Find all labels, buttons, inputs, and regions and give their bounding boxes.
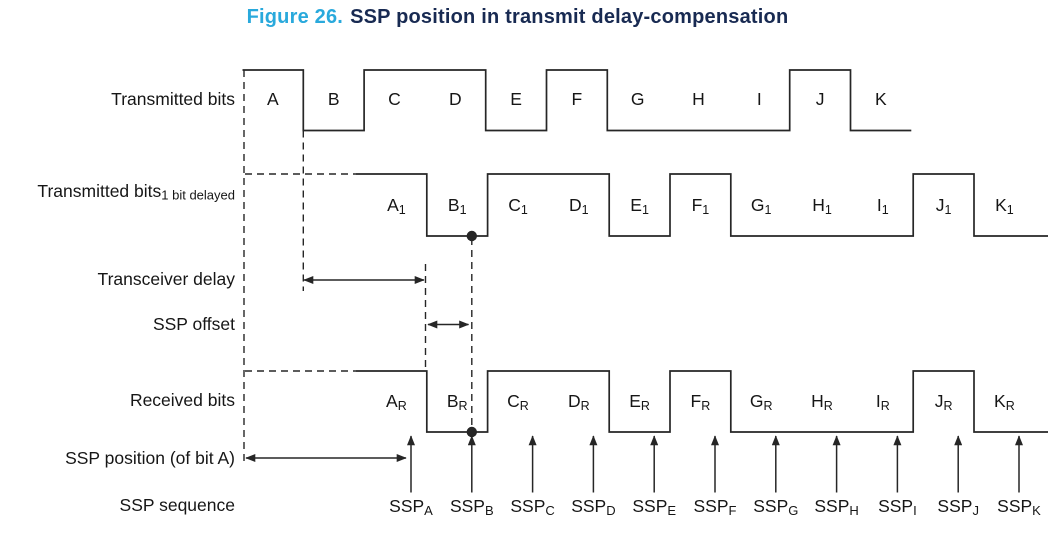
bit-label: G1 — [751, 195, 772, 217]
figure-title: Figure 26. SSP position in transmit delay… — [0, 6, 1035, 29]
bit-label: IR — [876, 391, 890, 413]
ssp-position-label: SSP position (of bit A) — [65, 448, 235, 468]
bit-label: E1 — [630, 195, 649, 217]
ssp-offset-label: SSP offset — [153, 314, 235, 334]
transmitted-bits-waveform — [242, 69, 912, 132]
ssp-sequence-item-label: SSPJ — [937, 496, 979, 518]
bit-label: A1 — [387, 195, 406, 217]
ssp-sequence-item-label: SSPG — [753, 496, 798, 518]
bit-label: D — [449, 89, 462, 109]
bit-label: J — [816, 89, 825, 109]
ssp-sequence-item-label: SSPD — [571, 496, 615, 518]
ssp-sequence-item-label: SSPC — [510, 496, 554, 518]
transmitted-bits-row: A B C D E F G H I J K Transmitted bits — [111, 69, 912, 132]
transceiver-delay-label: Transceiver delay — [98, 269, 236, 289]
figure-caption: SSP position in transmit delay-compensat… — [350, 6, 789, 28]
transmitted-bits-delayed-row: A1 B1 C1 D1 E1 F1 G1 H1 I1 J1 K1 Transmitted bits1 … — [37, 173, 1048, 237]
received-bit-b-sample-dot — [466, 426, 477, 438]
bit-label: G — [631, 89, 645, 109]
bit-label: J1 — [936, 195, 952, 217]
bit-label: H1 — [812, 195, 832, 217]
bit-label: E — [510, 89, 522, 109]
bit-label: F1 — [692, 195, 710, 217]
bit-label: C — [388, 89, 401, 109]
ssp-sequence-item-label: SSPA — [389, 496, 433, 518]
bit-label: D1 — [569, 195, 589, 217]
ssp-sequence-label: SSP sequence — [120, 495, 235, 515]
bit-label: A — [267, 89, 279, 109]
received-bits-row: AR BR CR DR ER FR GR HR IR JR KR Received bits — [130, 370, 1048, 433]
received-bits-label: Received bits — [130, 390, 235, 410]
figure-number: Figure 26. — [246, 6, 344, 28]
bit-label: H — [692, 89, 705, 109]
bit-label: I1 — [877, 195, 889, 217]
delayed-bit-b-sample-dot — [466, 230, 477, 242]
bit-label: F — [572, 89, 583, 109]
bit-label: BR — [447, 391, 468, 413]
transmitted-bits-delayed-waveform — [356, 173, 1048, 237]
bit-label: FR — [691, 391, 711, 413]
bit-label: ER — [629, 391, 650, 413]
bit-label: GR — [750, 391, 773, 413]
transmitted-bits-label: Transmitted bits — [111, 89, 235, 109]
transmitted-bits-delayed-label: Transmitted bits1 bit delayed — [37, 181, 235, 203]
bit-label: K — [875, 89, 887, 109]
bit-label: DR — [568, 391, 590, 413]
ssp-sequence-item-label: SSPF — [694, 496, 737, 518]
ssp-sequence-item-label: SSPB — [450, 496, 494, 518]
bit-label: HR — [811, 391, 833, 413]
bit-label: K1 — [995, 195, 1014, 217]
ssp-sequence-item-label: SSPK — [997, 496, 1041, 518]
bit-label: B1 — [448, 195, 467, 217]
ssp-sequence-item-label: SSPH — [814, 496, 858, 518]
received-bits-waveform — [356, 370, 1048, 433]
ssp-sequence-item-label: SSPI — [878, 496, 917, 518]
bit-label: B — [328, 89, 340, 109]
bit-label: C1 — [508, 195, 528, 217]
ssp-sequence-item-label: SSPE — [632, 496, 676, 518]
bit-label: I — [757, 89, 762, 109]
bit-label: CR — [507, 391, 529, 413]
bit-label: KR — [994, 391, 1015, 413]
bit-label: AR — [386, 391, 407, 413]
bit-label: JR — [935, 391, 953, 413]
